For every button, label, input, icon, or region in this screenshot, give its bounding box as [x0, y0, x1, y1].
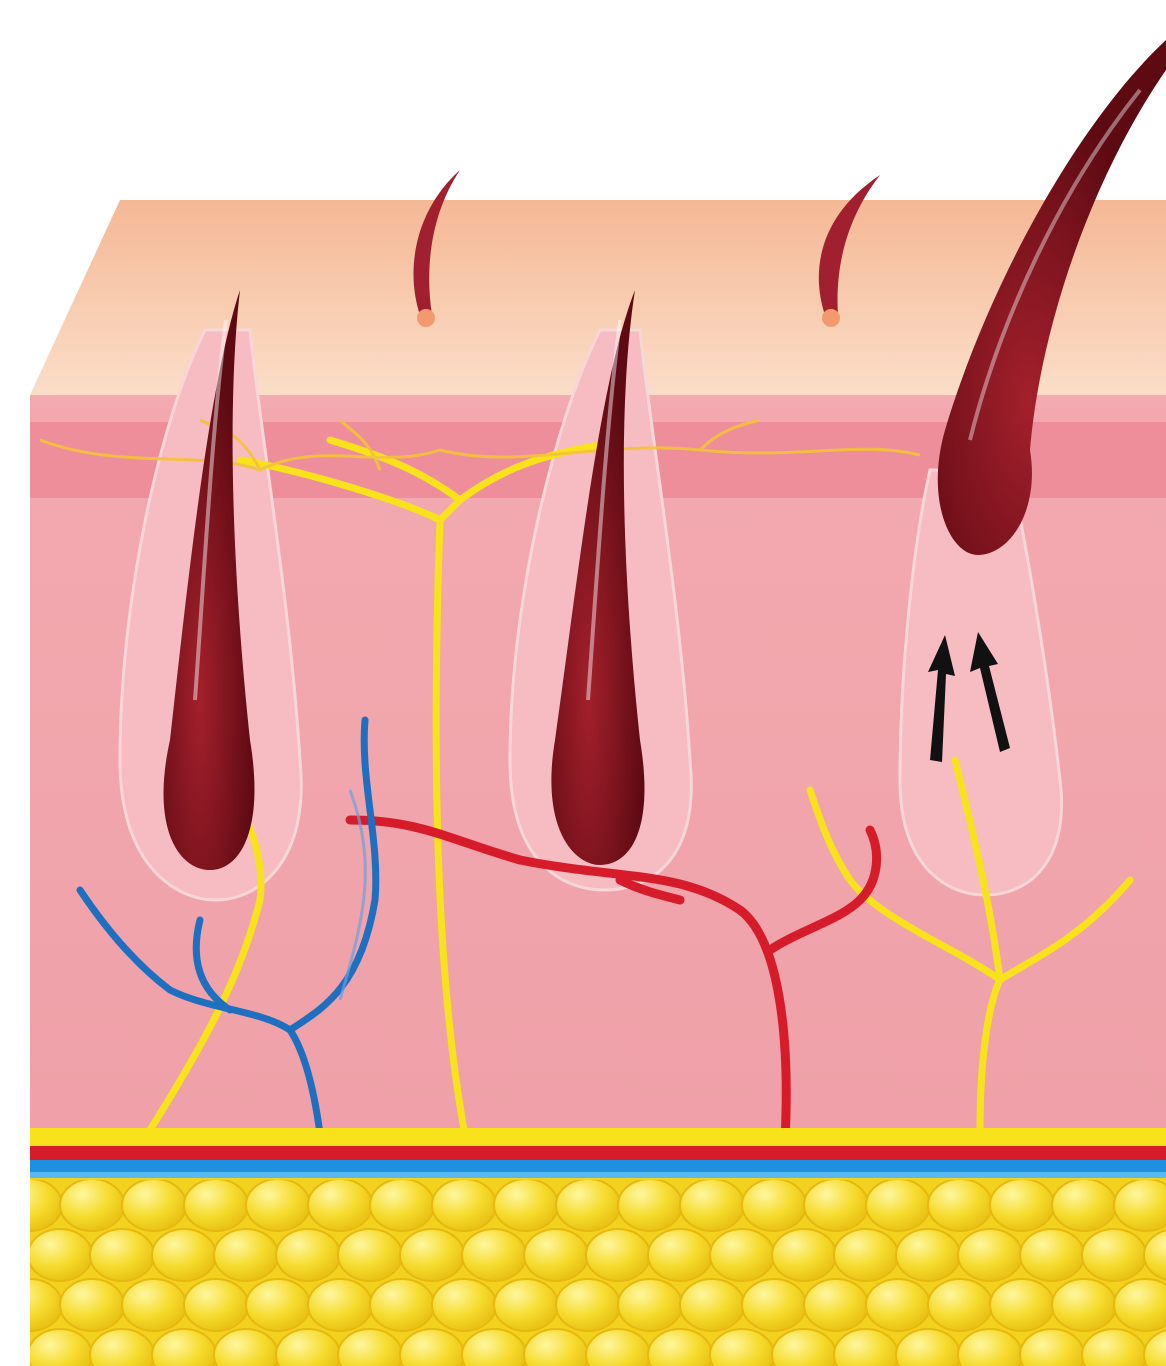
fat-cell — [494, 1279, 558, 1331]
fat-cell — [370, 1279, 434, 1331]
fat-cell — [370, 1179, 434, 1231]
fat-cell — [648, 1229, 712, 1281]
fat-cell — [804, 1279, 868, 1331]
fat-cell — [28, 1229, 92, 1281]
fat-cell — [524, 1229, 588, 1281]
fat-cell — [1052, 1279, 1116, 1331]
fat-cell — [680, 1279, 744, 1331]
fat-cell — [462, 1229, 526, 1281]
fat-cell — [742, 1179, 806, 1231]
fat-cell — [742, 1279, 806, 1331]
fat-cell — [958, 1229, 1022, 1281]
fat-cell — [0, 1279, 62, 1331]
fat-cell — [618, 1279, 682, 1331]
fat-cell — [494, 1179, 558, 1231]
fat-cell — [866, 1179, 930, 1231]
fat-cell — [896, 1229, 960, 1281]
fat-cell — [214, 1229, 278, 1281]
fat-cell — [1052, 1179, 1116, 1231]
fat-cell — [556, 1279, 620, 1331]
fat-cell — [90, 1229, 154, 1281]
fat-cell — [928, 1179, 992, 1231]
fat-cell — [184, 1179, 248, 1231]
fat-cell — [1114, 1279, 1166, 1331]
fat-cell — [0, 1179, 62, 1231]
fat-cell — [246, 1179, 310, 1231]
fat-cell — [276, 1229, 340, 1281]
fat-cell — [152, 1229, 216, 1281]
fat-cell — [834, 1229, 898, 1281]
fat-cell — [990, 1279, 1054, 1331]
fat-cell — [60, 1279, 124, 1331]
fat-cell — [618, 1179, 682, 1231]
fat-cell — [804, 1179, 868, 1231]
fat-cell — [710, 1229, 774, 1281]
artery-stripe — [30, 1146, 1166, 1160]
fat-cell — [586, 1229, 650, 1281]
fat-cell — [60, 1179, 124, 1231]
fat-cell — [1020, 1229, 1084, 1281]
fat-cell — [928, 1279, 992, 1331]
fat-cell — [990, 1179, 1054, 1231]
fat-cell — [772, 1229, 836, 1281]
fat-cell — [866, 1279, 930, 1331]
fat-cell — [338, 1229, 402, 1281]
fat-cell — [1114, 1179, 1166, 1231]
fat-cell — [122, 1279, 186, 1331]
vein-stripe — [30, 1160, 1166, 1172]
fat-cell — [184, 1279, 248, 1331]
fat-cell — [556, 1179, 620, 1231]
nerve-stripe — [30, 1128, 1166, 1146]
fat-cell — [1082, 1229, 1146, 1281]
fat-cell — [308, 1179, 372, 1231]
fat-cell — [400, 1229, 464, 1281]
fat-cell — [122, 1179, 186, 1231]
fat-cell — [432, 1279, 496, 1331]
fat-cell — [308, 1279, 372, 1331]
fat-cell — [432, 1179, 496, 1231]
fat-cell — [246, 1279, 310, 1331]
fat-cell — [680, 1179, 744, 1231]
